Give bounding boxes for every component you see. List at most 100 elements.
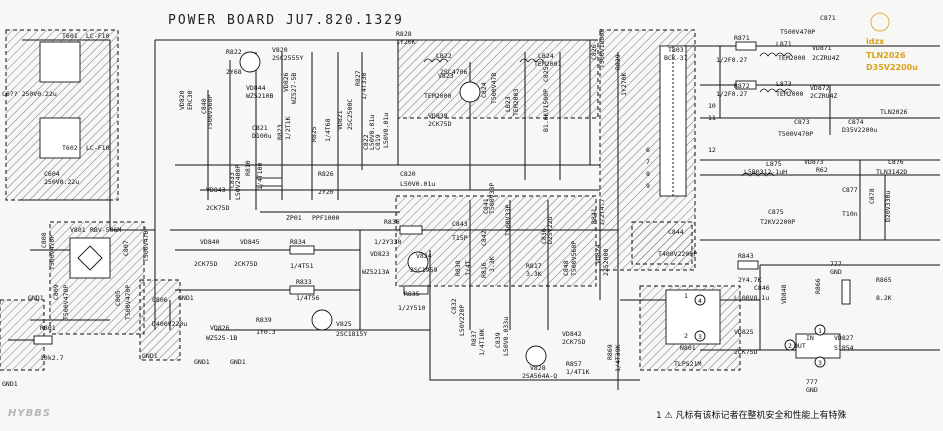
- label-c844: C844: [668, 228, 684, 236]
- label-c821: C821: [252, 124, 268, 132]
- label-vd843: VD843: [206, 186, 226, 194]
- site-logo: idzx TLN2026 D35V2200u: [866, 12, 918, 72]
- label-p1: 1: [684, 292, 688, 300]
- label-pin1: 1: [818, 327, 822, 335]
- label-gnd777a: 777: [830, 260, 842, 268]
- label-vd844v: WZ5210B: [246, 92, 273, 100]
- transistor-v828: [525, 345, 547, 367]
- label-r827v: 1/4T330: [360, 73, 368, 100]
- label-r866: R866: [814, 278, 822, 294]
- label-vd871v: 2CZRU4Z: [812, 54, 839, 62]
- label-gnd1f: GND1: [2, 380, 18, 388]
- fuse-hatch-zone: [0, 299, 45, 371]
- label-zp01: ZP01: [286, 214, 302, 222]
- label-vd872v: 2CZRU4Z: [810, 92, 837, 100]
- label-tp8: 8: [646, 170, 650, 178]
- label-r835: R835: [404, 290, 420, 298]
- label-r837v: 1/4T10K: [478, 329, 486, 356]
- label-c6xx: C6?? 250V0.22u: [2, 90, 57, 98]
- opto-pin-3: [694, 330, 706, 342]
- resistor-r835: [403, 285, 429, 295]
- label-r822: R822: [226, 48, 242, 56]
- label-c822v: L50V0.01u: [368, 115, 376, 150]
- line-filter-t601: [39, 41, 81, 83]
- label-vd820: VD820: [178, 90, 186, 110]
- label-vd825v: 2CK75D: [734, 348, 758, 356]
- label-v801: V801: [70, 226, 86, 234]
- label-c840v: T500V560P: [206, 95, 214, 130]
- label-lb23v: TEM2003: [512, 89, 520, 116]
- label-c824v: T500V47B: [490, 73, 498, 104]
- label-r857v: 1/4T1K: [566, 368, 590, 376]
- label-vd844: VD844: [246, 84, 266, 92]
- feedback-hatch-zone: [395, 195, 597, 287]
- label-l875: L875: [766, 160, 782, 168]
- label-c836v: D25V22u: [546, 217, 554, 244]
- label-c807v: T500V470P: [142, 227, 150, 262]
- label-v824v: 2SC1959: [410, 266, 437, 274]
- label-vd872: VD872: [810, 84, 830, 92]
- label-r835v: 1/2Y510: [398, 304, 425, 312]
- label-c878v: D20V330u: [884, 191, 892, 222]
- label-v825v: 2SC1815Y: [336, 330, 367, 338]
- regulator-pin-2: [784, 339, 796, 351]
- label-r872v: 1/2F0.27: [716, 90, 747, 98]
- label-tp12: 12: [708, 146, 716, 154]
- label-r833v: 1/4T56: [296, 294, 320, 302]
- label-gnd777c: 777: [806, 378, 818, 386]
- label-tp9: 9: [646, 182, 650, 190]
- components: [33, 41, 851, 368]
- inductor-lb22: [423, 58, 449, 63]
- label-t10n: T10n: [842, 210, 858, 218]
- resistor-r871: [735, 41, 757, 51]
- label-l871: L871: [776, 40, 792, 48]
- label-c842: C842: [480, 230, 488, 246]
- label-vd824: VD824: [594, 244, 602, 264]
- label-p2: 2: [684, 332, 688, 340]
- label-vd826bv: WZ525-1B: [206, 334, 237, 342]
- resistor-r826: [255, 177, 283, 187]
- label-c839: C839: [494, 332, 502, 348]
- label-c878: C878: [868, 188, 876, 204]
- label-c820v: L50V0.01u: [400, 180, 435, 188]
- transistor-v824: [407, 251, 429, 273]
- logo-line-3: D35V2200u: [866, 63, 918, 72]
- label-c848v: T500V560P: [570, 241, 578, 276]
- label-vd840: VD840: [200, 238, 220, 246]
- label-c821v: D100u: [252, 132, 272, 140]
- label-vd826b: VD826: [210, 324, 230, 332]
- label-lb22v: TEM2000: [424, 92, 451, 100]
- label-c873: C873: [794, 118, 810, 126]
- label-v820: V820: [272, 46, 288, 54]
- label-vd825: VD825: [734, 328, 754, 336]
- label-c819: C819: [374, 134, 382, 150]
- label-c875v: T2KV2200P: [760, 218, 795, 226]
- label-r829v: 1Y270K: [620, 72, 628, 96]
- label-c848: C848: [562, 260, 570, 276]
- fuse-r801: [33, 335, 53, 345]
- label-r816v: 3.3K: [488, 256, 496, 272]
- label-v828: V828: [530, 364, 546, 372]
- label-c846v: L100V0.1u: [734, 294, 769, 302]
- label-gnd1e: GND1: [178, 294, 194, 302]
- bridge-diamond: [77, 245, 103, 271]
- inductor-l871: [759, 52, 793, 57]
- label-c805v: T500V470P: [124, 285, 132, 320]
- label-n801v: TLP521M: [674, 360, 701, 368]
- label-vd842: VD842: [562, 330, 582, 338]
- label-c832: C832: [450, 298, 458, 314]
- label-c809v: T500V470P: [62, 285, 70, 320]
- label-ppf: PPF1000: [312, 214, 339, 222]
- label-vd842v: 2CK75D: [562, 338, 586, 346]
- label-c820: C820: [400, 170, 416, 178]
- label-r838v: 1/4T: [464, 260, 472, 276]
- label-r825: R825: [310, 126, 318, 142]
- label-c805: C805: [114, 290, 122, 306]
- label-r825v: 1/4T68: [324, 118, 332, 142]
- label-pin2: 2: [788, 342, 792, 350]
- label-r823v: 1/2T1K: [284, 116, 292, 140]
- label-vd827: VD827: [834, 334, 854, 342]
- label-c806: C806: [152, 296, 168, 304]
- label-lb24: LB24: [538, 52, 554, 60]
- label-t602: T602: [62, 144, 78, 152]
